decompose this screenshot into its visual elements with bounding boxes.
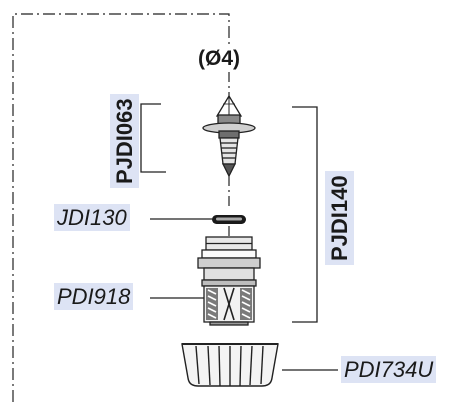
jdi130-label: JDI130 [54,204,130,231]
dripper-part [202,94,256,178]
cap-part [181,343,279,387]
diameter-label: (Ø4) [198,47,240,70]
pjdi140-bracket [292,106,318,323]
pdi918-text: PDI918 [54,283,134,310]
jdi130-text: JDI130 [54,204,130,231]
pdi918-label: PDI918 [54,283,134,310]
pjdi063-label: PJDI063 [110,94,139,188]
pdi734u-label: PDI734U [341,356,437,383]
pdi734u-text: PDI734U [341,356,437,383]
pjdi063-bracket [140,103,166,173]
body-part [197,236,261,326]
pjdi140-text: PJDI140 [325,171,354,265]
o-ring-part [212,215,246,224]
pjdi140-label: PJDI140 [325,171,354,265]
dash-dot-frame [12,13,230,402]
pjdi063-text: PJDI063 [110,94,139,188]
